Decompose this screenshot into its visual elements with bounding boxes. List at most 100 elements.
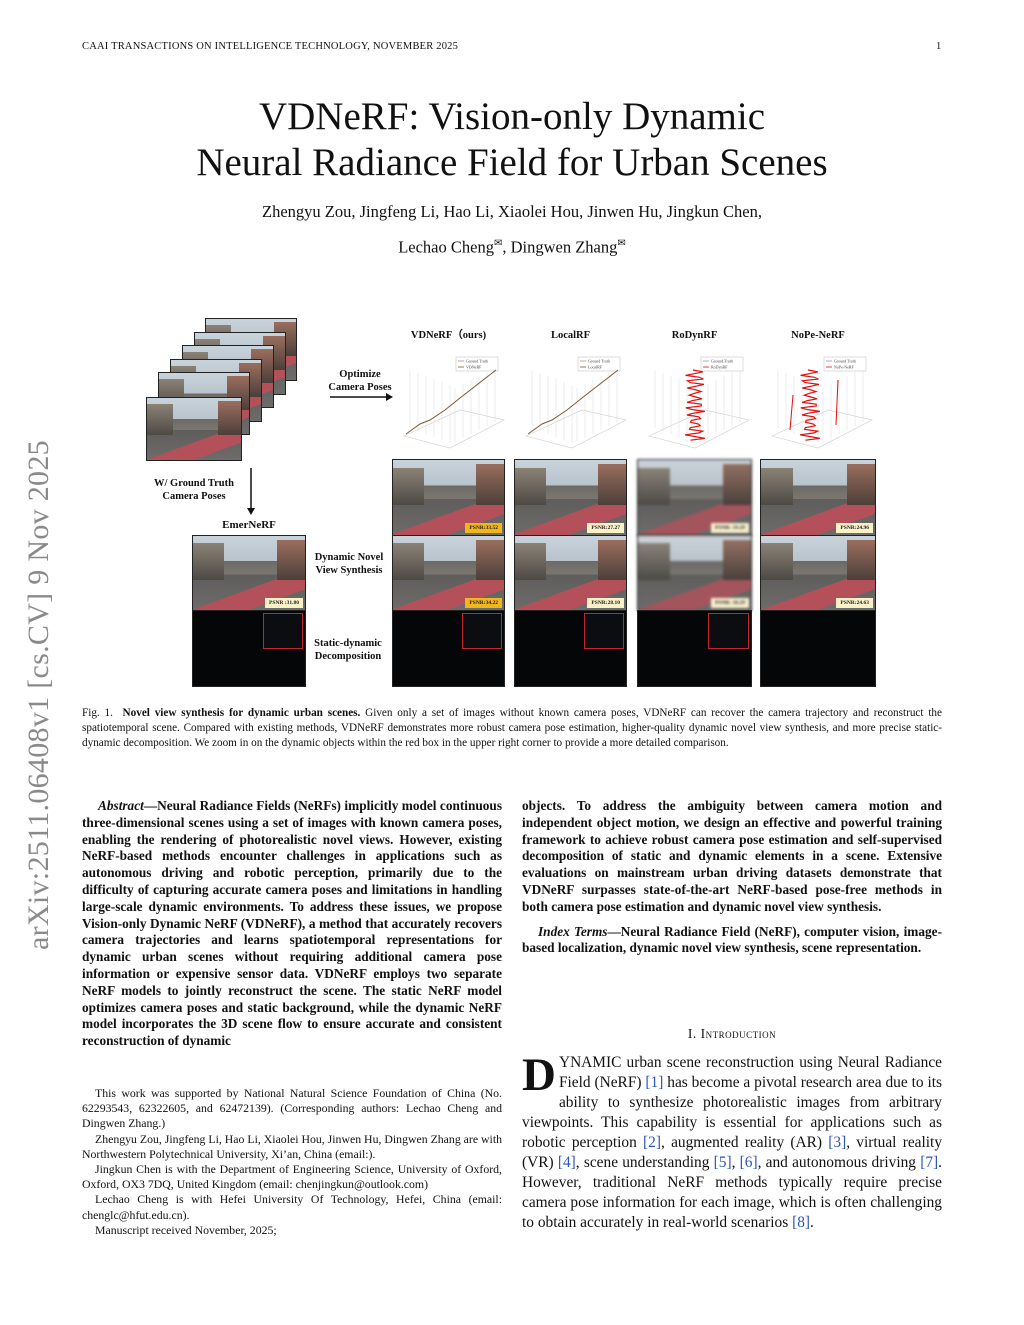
dnvs-label: Dynamic Novel View Synthesis (314, 552, 384, 576)
psnr-badge: PSNR:24.63 (836, 598, 873, 608)
decomposition (637, 610, 752, 687)
render-novel-view: PSNR:24.63 (760, 535, 876, 611)
index-terms: Index Terms—Neural Radiance Field (NeRF)… (522, 924, 942, 958)
psnr-badge: PSNR: 18.29 (711, 598, 749, 608)
citation-link[interactable]: [6] (739, 1154, 758, 1171)
psnr-badge: PSNR:28.10 (587, 598, 624, 608)
citation-link[interactable]: [3] (828, 1134, 847, 1151)
citation-link[interactable]: [5] (713, 1154, 732, 1171)
psnr-badge: PSNR :31.80 (265, 598, 303, 608)
caption-label: Fig. 1. (82, 707, 113, 719)
trajectory-plot: Ground Truth RoDynRF (648, 356, 750, 449)
zoom-box (262, 613, 303, 649)
decomposition (392, 610, 505, 687)
envelope-icon: ✉ (493, 238, 503, 249)
trajectory-plot: Ground Truth VDNeRF (403, 356, 505, 449)
intro-text: , (731, 1154, 740, 1171)
author-corresponding-2: , Dingwen Zhang (502, 237, 618, 257)
legend-method: RoDynRF (711, 365, 728, 370)
citation-link[interactable]: [8] (792, 1214, 811, 1231)
abstract-text-cont: objects. To address the ambiguity betwee… (522, 798, 942, 914)
authors-line-1: Zhengyu Zou, Jingfeng Li, Hao Li, Xiaole… (262, 202, 762, 221)
intro-text: , augmented reality (AR) (660, 1134, 829, 1151)
figure-caption: Fig. 1. Novel view synthesis for dynamic… (82, 706, 942, 751)
intro-text: , and autonomous driving (757, 1154, 921, 1171)
paper-title: VDNeRF: Vision-only Dynamic Neural Radia… (0, 94, 1024, 186)
legend-gt: Ground Truth (466, 359, 488, 364)
index-terms-text: —Neural Radiance Field (NeRF), computer … (522, 923, 942, 956)
abstract-left: Abstract—Neural Radiance Fields (NeRFs) … (82, 798, 502, 1050)
right-arrow-icon (330, 393, 393, 401)
plot-legend (700, 356, 744, 372)
psnr-badge: PSNR:24.96 (836, 523, 873, 533)
plot-legend (823, 356, 867, 372)
zoom-box (584, 613, 624, 649)
psnr-badge: PSNR:27.27 (587, 523, 624, 533)
trajectory-plot: Ground Truth NoPe-NeRF (771, 356, 873, 449)
abstract-text: —Neural Radiance Fields (NeRFs) implicit… (82, 798, 502, 1049)
legend-method: VDNeRF (466, 365, 482, 370)
down-arrow-icon (247, 468, 255, 515)
intro-text: , scene understanding (575, 1154, 714, 1171)
plot-legend (577, 356, 621, 372)
method-title: RoDynRF (671, 330, 718, 341)
emernerf-decomposition (192, 610, 306, 687)
optimize-label: Optimize Camera Poses (328, 369, 392, 393)
render-novel-view: PSNR:34.22 (392, 535, 505, 611)
page-number: 1 (936, 41, 942, 52)
emernerf-render: PSNR :31.80 (192, 535, 306, 611)
author-list: Zhengyu Zou, Jingfeng Li, Hao Li, Xiaole… (0, 196, 1024, 264)
abstract-label: Abstract (98, 798, 144, 813)
running-header: CAAI TRANSACTIONS ON INTELLIGENCE TECHNO… (82, 41, 459, 52)
decomposition (760, 610, 876, 687)
render-top: PSNR: 19.29 (637, 459, 752, 536)
citation-link[interactable]: [7] (920, 1154, 939, 1171)
title-line-2: Neural Radiance Field for Urban Scenes (196, 141, 828, 184)
author-corresponding-1: Lechao Cheng (398, 237, 494, 257)
zoom-box (708, 613, 749, 649)
section-heading: I. Introduction (687, 1026, 777, 1041)
arxiv-stamp[interactable]: arXiv:2511.06408v1 [cs.CV] 9 Nov 2025 (22, 440, 55, 950)
legend-gt: Ground Truth (588, 359, 610, 364)
psnr-badge: PSNR:33.52 (465, 523, 502, 533)
decomp-label: Static-dynamic Decomposition (314, 638, 382, 662)
plot-legend (455, 356, 499, 372)
intro-text: , virtual reality (VR) (522, 1134, 943, 1171)
abstract-right: objects. To address the ambiguity betwee… (522, 798, 942, 957)
intro-text: . (810, 1214, 814, 1231)
citation-link[interactable]: [1] (645, 1074, 664, 1091)
trajectory-plot: Ground Truth LocalRF (525, 356, 627, 449)
citation-link[interactable]: [2] (643, 1134, 661, 1151)
legend-method: NoPe-NeRF (834, 365, 855, 370)
footnote: Jingkun Chen is with the Department of E… (82, 1162, 502, 1192)
render-top: PSNR:33.52 (392, 459, 505, 536)
decomposition (514, 610, 627, 687)
intro-text: YNAMIC urban scene reconstruction using … (558, 1054, 942, 1091)
render-top: PSNR:27.27 (514, 459, 627, 536)
footnote: Manuscript received November, 2025; (95, 1222, 277, 1237)
citation-link[interactable]: [4] (557, 1154, 576, 1171)
emernerf-label: EmerNeRF (222, 519, 276, 531)
index-terms-label: Index Terms (538, 923, 608, 939)
footnotes: This work was supported by National Natu… (82, 1086, 502, 1238)
render-novel-view: PSNR: 18.29 (637, 535, 752, 611)
method-title: VDNeRF（ours) (410, 330, 487, 341)
input-frame (146, 397, 242, 461)
psnr-badge: PSNR: 19.29 (711, 523, 749, 533)
legend-method: LocalRF (588, 365, 603, 370)
render-novel-view: PSNR:28.10 (514, 535, 627, 611)
envelope-icon: ✉ (617, 238, 626, 249)
caption-text: Given only a set of images without known… (82, 707, 942, 749)
legend-gt: Ground Truth (711, 359, 733, 364)
render-top: PSNR:24.96 (760, 459, 876, 536)
footnote: Zhengyu Zou, Jingfeng Li, Hao Li, Xiaole… (82, 1131, 502, 1161)
psnr-badge: PSNR:34.22 (465, 598, 502, 608)
intro-text: . However, traditional NeRF methods typi… (522, 1154, 943, 1231)
gt-poses-label: W/ Ground Truth Camera Poses (154, 478, 234, 502)
caption-title: Novel view synthesis for dynamic urban s… (122, 707, 361, 719)
method-title: NoPe-NeRF (791, 330, 845, 341)
method-title: LocalRF (550, 330, 591, 341)
footnote: Lechao Cheng is with Hefei University Of… (82, 1192, 502, 1222)
legend-gt: Ground Truth (834, 359, 856, 364)
